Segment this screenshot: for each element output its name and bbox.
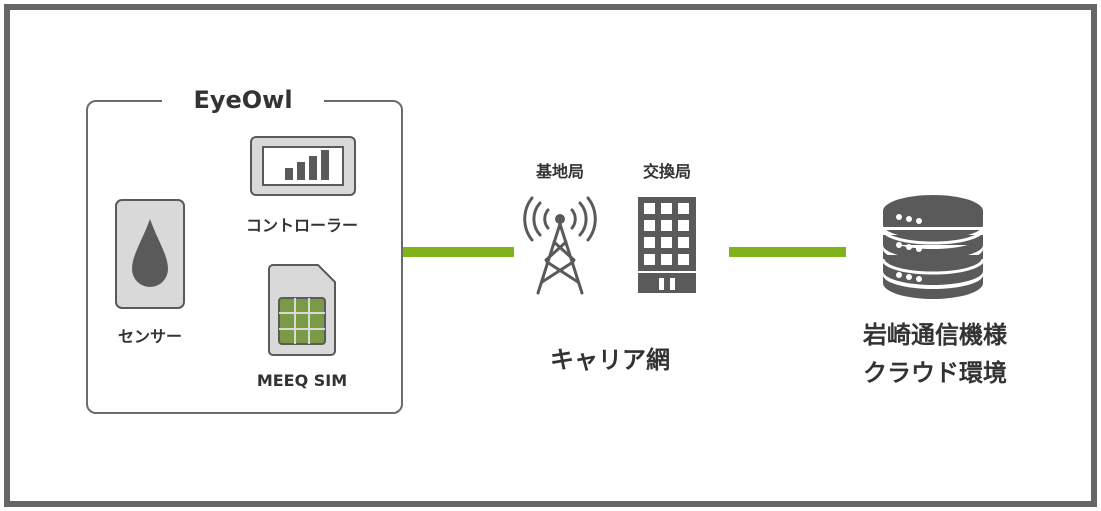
cloud-label-line2: クラウド環境	[863, 359, 1007, 387]
link-carrier-to-cloud	[729, 247, 846, 257]
carrier-network-label: キャリア網	[550, 346, 670, 374]
controller-label: コントローラー	[245, 216, 358, 235]
exchange-label: 交換局	[642, 162, 691, 181]
sim-label: MEEQ SIM	[256, 371, 348, 390]
server-stack-icon	[881, 195, 985, 299]
sim-card-icon	[268, 264, 336, 356]
cloud-label-line1: 岩崎通信機様	[863, 321, 1007, 349]
water-drop-sensor-icon	[115, 199, 185, 309]
sensor-label: センサー	[117, 327, 182, 346]
base-station-label: 基地局	[535, 162, 584, 181]
building-icon	[638, 197, 696, 293]
link-device-to-carrier	[403, 247, 514, 257]
cell-tower-icon	[523, 196, 597, 295]
eyeowl-group-title: EyeOwl	[162, 84, 324, 116]
controller-bar-chart-icon	[250, 136, 356, 196]
